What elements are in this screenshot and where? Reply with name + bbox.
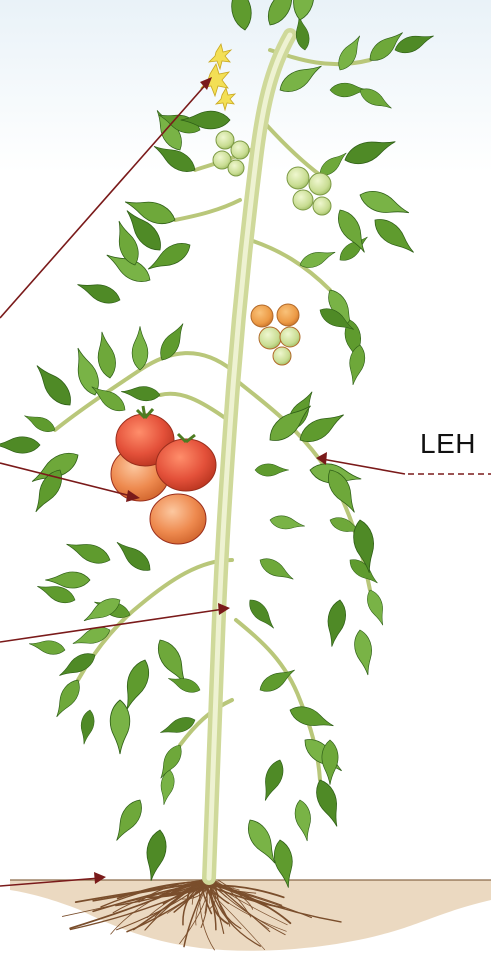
flowers	[201, 44, 235, 110]
leaflet	[369, 213, 419, 259]
leaflet	[94, 330, 119, 379]
green-fruit-cluster-right	[287, 167, 331, 215]
leaflet	[22, 410, 58, 435]
leaflet	[30, 360, 77, 411]
leaflet	[166, 673, 202, 696]
leaflet	[357, 186, 412, 221]
leaflet	[0, 437, 40, 453]
leaflet	[28, 637, 66, 656]
leaflet	[293, 799, 315, 843]
leaflet	[121, 385, 161, 402]
leaflet	[346, 344, 367, 386]
leaflet	[290, 0, 319, 22]
leaflet	[110, 700, 130, 754]
leaflet	[342, 133, 399, 169]
leaflet	[112, 536, 155, 576]
leaflet	[56, 649, 99, 682]
leaflet	[255, 464, 289, 476]
leaflet	[312, 777, 346, 830]
leaflet	[392, 29, 436, 57]
leaflet	[245, 596, 279, 633]
leaflet	[334, 32, 366, 73]
leaflet	[364, 588, 389, 628]
leaflet	[142, 828, 169, 882]
leaflet	[227, 0, 255, 32]
leaflet	[64, 536, 113, 568]
leaflet	[352, 629, 376, 677]
leaf-label: LEH	[420, 428, 476, 460]
leaflet	[158, 714, 197, 739]
leaflet	[70, 623, 112, 650]
leaflet	[323, 599, 348, 649]
ripe-fruit-cluster	[111, 406, 216, 544]
leaflet	[258, 757, 287, 803]
leaflet	[45, 572, 90, 588]
leaflet	[132, 326, 148, 370]
leaflet	[269, 514, 306, 533]
orange-fruit-cluster-small	[251, 304, 300, 365]
leaflet	[322, 740, 338, 785]
leaflet	[78, 709, 96, 745]
leaflet	[50, 676, 85, 721]
green-fruit-cluster-top	[213, 131, 249, 176]
leaflet	[75, 277, 123, 308]
leaflet	[109, 796, 147, 845]
leaflet	[122, 193, 178, 229]
leaflet	[257, 554, 297, 585]
leaflet	[158, 769, 177, 806]
flower-pointer	[0, 82, 208, 318]
